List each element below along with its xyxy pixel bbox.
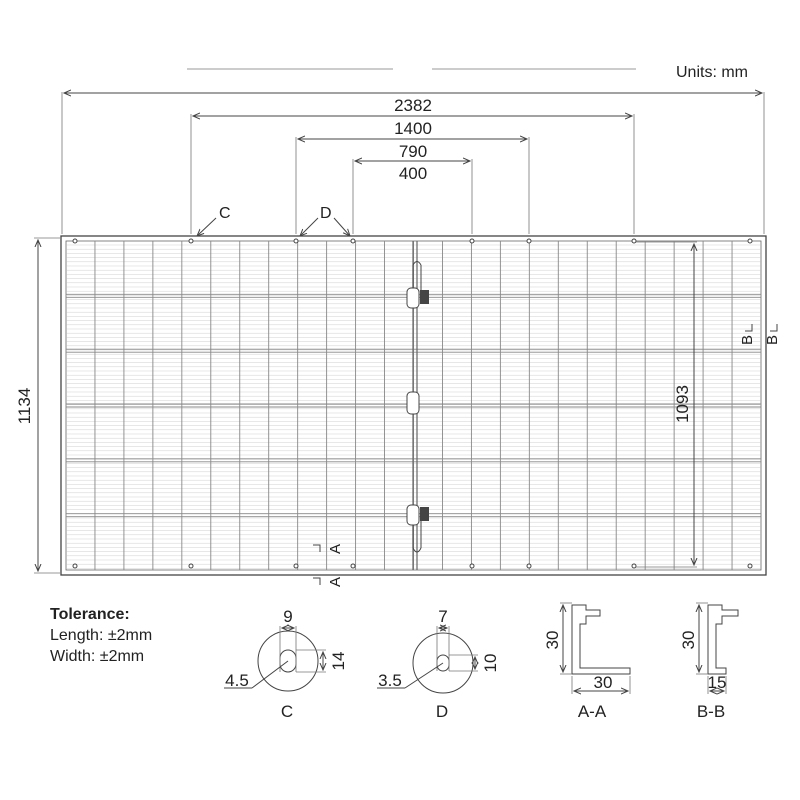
section-aa-profile [560, 602, 631, 694]
detail-d-radius: 3.5 [378, 671, 402, 690]
section-a-marker-top [313, 544, 321, 552]
section-a-label-bottom: A [327, 577, 344, 587]
detail-d-name: D [436, 702, 448, 721]
detail-c-width: 9 [283, 607, 292, 626]
section-bb-profile [696, 602, 739, 694]
section-bb-name: B-B [697, 702, 725, 721]
overall-length-text: 2382 [394, 96, 432, 115]
dim-hole-span-inner [352, 159, 473, 234]
detail-c [224, 626, 326, 692]
marker-d-leader-right [333, 217, 350, 236]
section-b-marker-outer [770, 324, 778, 332]
marker-d-leader-left [300, 217, 319, 236]
hole-span-c-text: 1400 [394, 119, 432, 138]
units-label: Units: mm [676, 64, 748, 81]
detail-c-radius: 4.5 [225, 671, 249, 690]
hole-span-inner-text: 400 [399, 164, 427, 183]
dim-hole-span-c [190, 114, 635, 234]
marker-c: C [219, 205, 231, 222]
detail-d-height: 10 [481, 654, 500, 673]
section-a-marker-bottom [313, 577, 321, 585]
section-bb-height: 30 [679, 631, 698, 650]
section-bb-width: 15 [708, 673, 727, 692]
tolerance-length: Length: ±2mm [50, 627, 153, 644]
section-aa-width: 30 [594, 673, 613, 692]
marker-d: D [320, 205, 332, 222]
dim-overall-length [61, 92, 765, 234]
section-b-marker-inner [745, 324, 753, 332]
detail-c-height: 14 [329, 652, 348, 671]
mounting-width-text: 1093 [673, 385, 692, 423]
detail-d [377, 626, 478, 694]
tolerance-title: Tolerance: [50, 606, 130, 623]
section-aa-height: 30 [543, 631, 562, 650]
detail-d-width: 7 [438, 607, 447, 626]
section-a-label-top: A [327, 544, 344, 554]
junction-box-group [406, 261, 429, 553]
section-b-label-outer: B [764, 335, 781, 345]
tolerance-width: Width: ±2mm [50, 648, 145, 665]
dim-overall-width [34, 237, 60, 574]
dim-mounting-width [636, 241, 697, 568]
section-b-label-inner: B [739, 335, 756, 345]
marker-c-leader [197, 217, 217, 236]
detail-c-name: C [281, 702, 293, 721]
tolerance-block: Tolerance: Length: ±2mm Width: ±2mm [50, 604, 152, 667]
overall-width-text: 1134 [15, 388, 34, 425]
section-aa-name: A-A [578, 702, 607, 721]
hole-span-d-text: 790 [399, 142, 427, 161]
dim-hole-span-d [295, 137, 530, 234]
